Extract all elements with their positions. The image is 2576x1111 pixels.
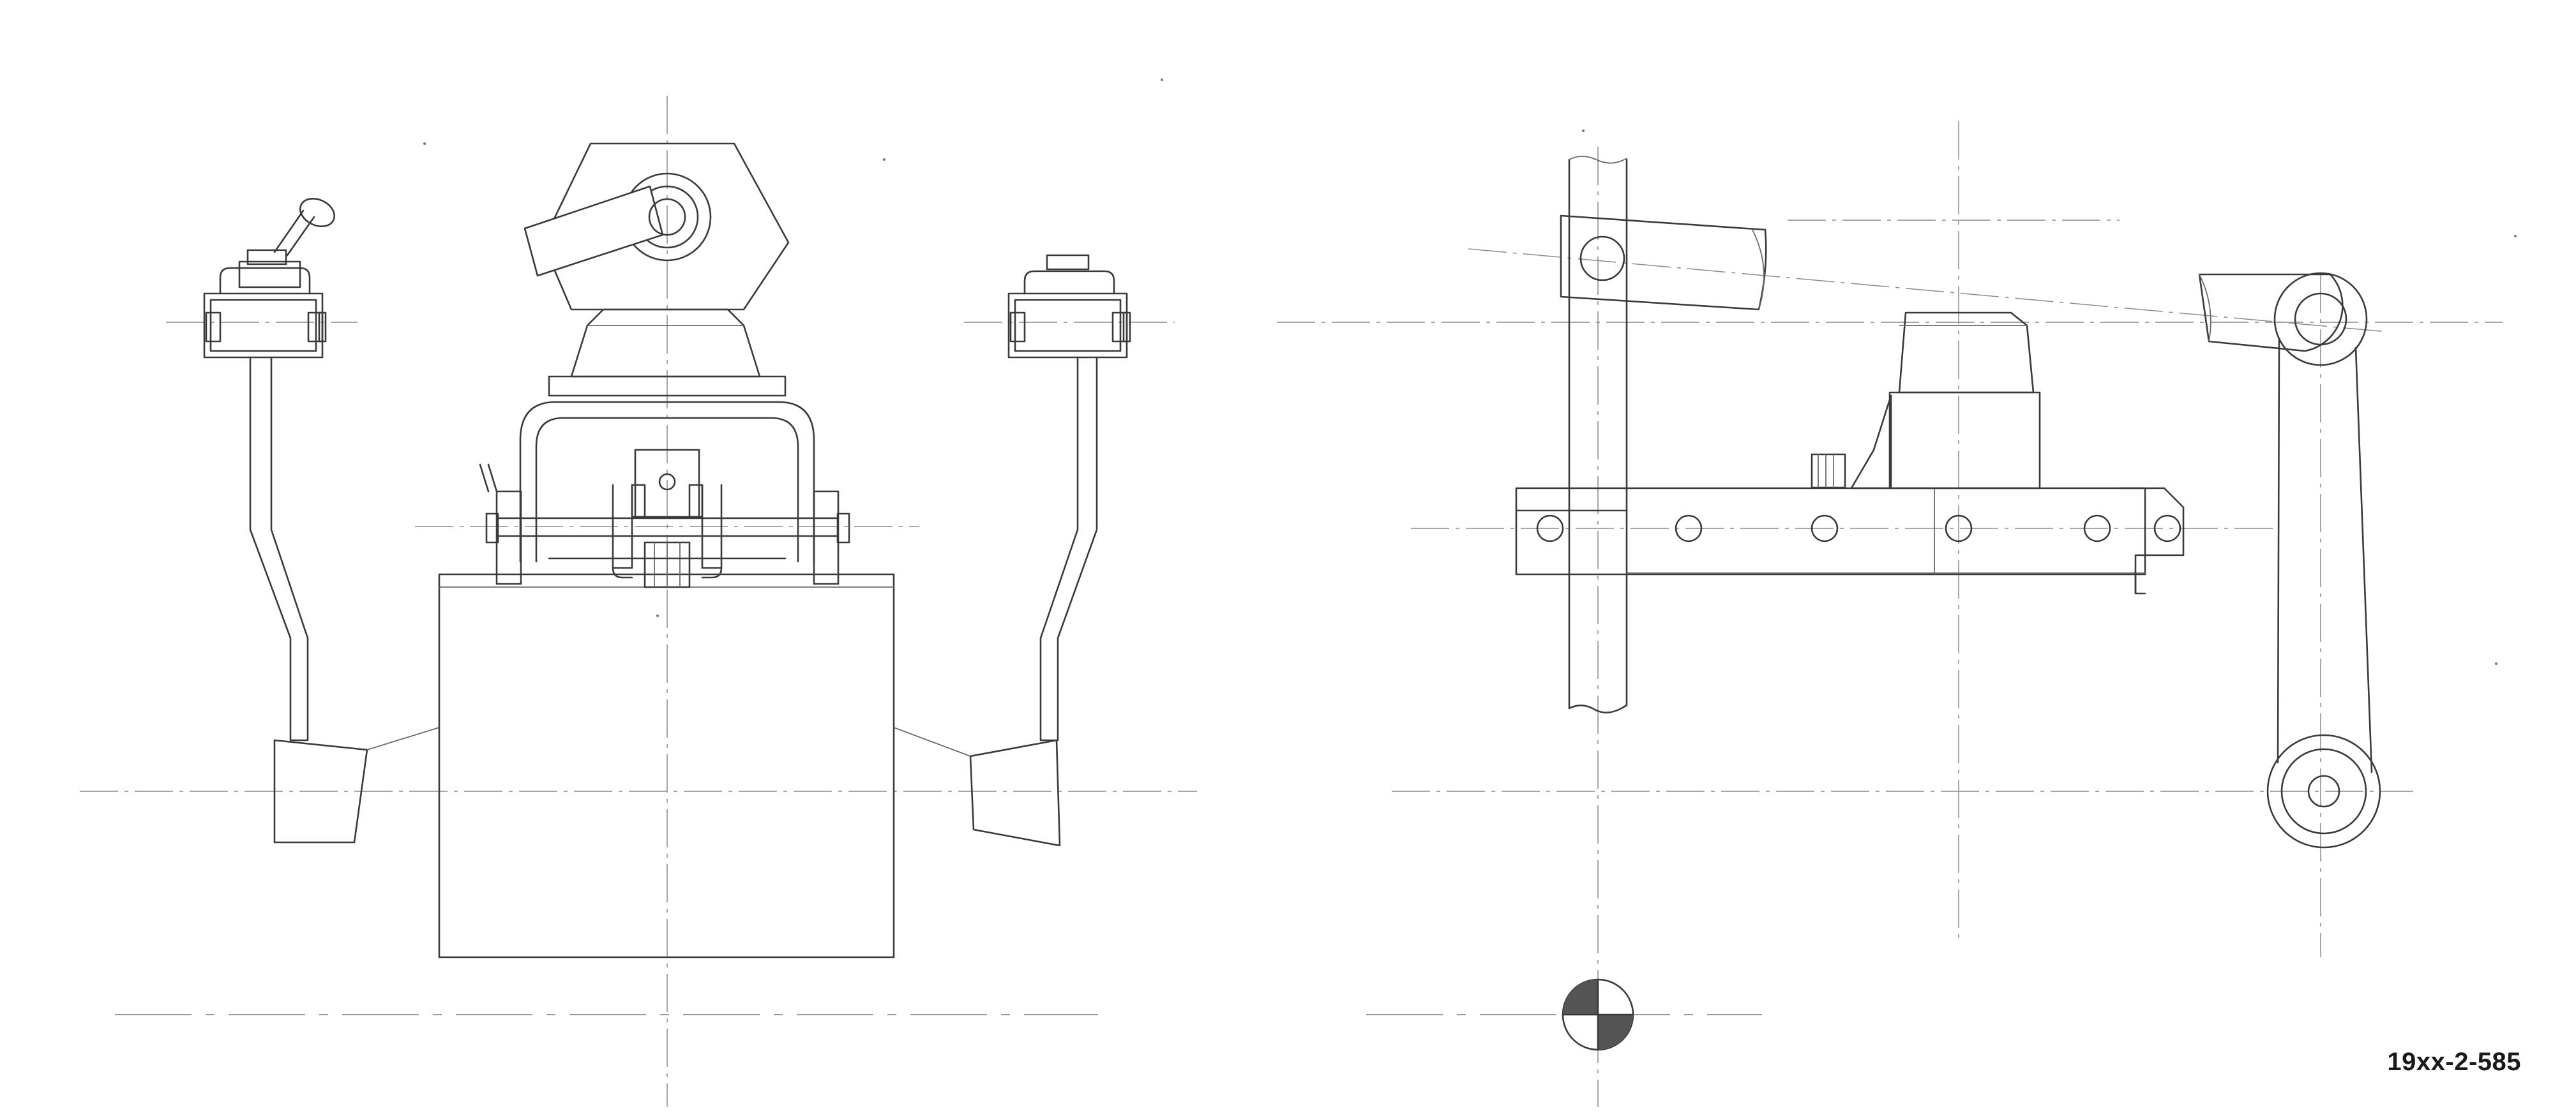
linkage-axis-line xyxy=(1468,248,2388,332)
main-housing xyxy=(438,573,895,958)
side-view xyxy=(1277,121,2503,1107)
side-view-hub xyxy=(1811,311,2041,489)
right-pedal xyxy=(893,254,1131,847)
drawing-number: 19xx-2-585 xyxy=(2387,1048,2521,1076)
hub-neck xyxy=(548,308,787,397)
horizontal-bar xyxy=(1515,487,2185,595)
upper-link-arm xyxy=(1560,214,1767,311)
front-view xyxy=(80,96,1197,1107)
center-of-gravity-symbol xyxy=(1562,978,1634,1051)
central-fork xyxy=(548,449,787,588)
left-pedal xyxy=(203,198,440,844)
swing-lever xyxy=(2198,272,2381,849)
u-bracket xyxy=(479,401,850,585)
scan-specks xyxy=(423,78,2517,665)
hex-lever-head xyxy=(523,142,790,311)
vertical-shaft xyxy=(1568,156,1628,713)
